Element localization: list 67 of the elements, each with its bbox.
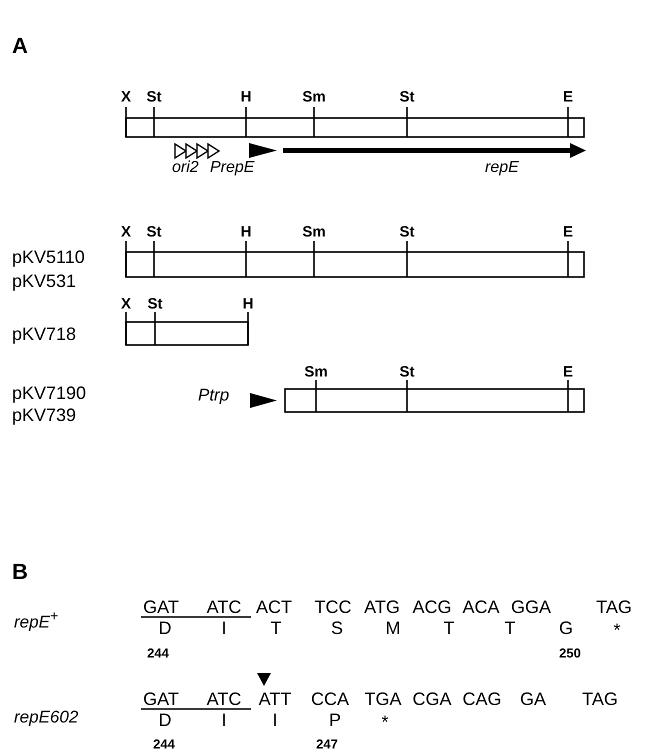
plasmid-name: pKV5110 — [12, 248, 85, 266]
amino-acid: I — [272, 711, 278, 729]
feature-label: ori2 — [172, 160, 199, 176]
plasmid-name: pKV739 — [12, 406, 76, 424]
site-label: Sm — [302, 90, 326, 104]
amino-acid: M — [386, 619, 400, 637]
amino-acid: G — [559, 619, 573, 637]
site-label: St — [146, 224, 162, 240]
panel-letter: A — [12, 35, 28, 57]
codon: CGA — [412, 690, 452, 708]
site-label: Sm — [304, 364, 328, 380]
amino-acid: I — [222, 619, 226, 637]
allele-label: repE$^{+}$ — [14, 610, 58, 630]
allele-label: repE602 — [14, 708, 78, 726]
codon: ATC — [206, 598, 242, 616]
codon: ACG — [412, 598, 452, 616]
codon: ACA — [462, 598, 500, 616]
codon: ATG — [364, 598, 400, 616]
residue-number: 250 — [559, 646, 581, 660]
site-label: E — [563, 364, 573, 380]
site-label: St — [400, 364, 414, 380]
site-label: X — [121, 224, 131, 240]
amino-acid: P — [329, 711, 341, 729]
stop-mark: * — [382, 713, 388, 731]
feature-label: PrepE — [210, 160, 254, 176]
codon: GAT — [143, 598, 179, 616]
site-label: H — [240, 224, 252, 240]
amino-acid: S — [331, 619, 343, 637]
codon: CCA — [311, 690, 349, 708]
site-label: St — [400, 90, 414, 104]
plasmid-name: pKV718 — [12, 325, 76, 343]
site-label: St — [148, 296, 162, 312]
promoter-label: Ptrp — [198, 386, 230, 404]
plasmid-name: pKV7190 — [12, 384, 86, 402]
codon: CAG — [462, 690, 502, 708]
codon: ATC — [206, 690, 242, 708]
panel-letter: B — [12, 561, 28, 583]
amino-acid: D — [158, 619, 172, 637]
amino-acid: T — [270, 619, 282, 637]
site-label: St — [400, 224, 414, 240]
site-label: Sm — [302, 224, 326, 240]
amino-acid: D — [158, 711, 172, 729]
residue-number: 244 — [153, 738, 175, 750]
codon: TCC — [314, 598, 352, 616]
site-label: H — [240, 90, 252, 104]
residue-number: 244 — [147, 646, 169, 660]
feature-label: repE — [485, 160, 519, 176]
codon: ATT — [258, 690, 292, 708]
amino-acid: T — [504, 619, 516, 637]
site-label: E — [563, 224, 573, 240]
site-label: X — [121, 90, 131, 104]
residue-number: 247 — [316, 738, 338, 750]
codon: GGA — [511, 598, 551, 616]
codon: TAG — [596, 598, 632, 616]
amino-acid: I — [222, 711, 226, 729]
codon: TGA — [364, 690, 402, 708]
amino-acid: T — [444, 619, 454, 637]
codon: GA — [520, 690, 546, 708]
site-label: St — [146, 90, 162, 104]
site-label: E — [563, 90, 573, 104]
codon: GAT — [143, 690, 179, 708]
codon: TAG — [582, 690, 618, 708]
site-label: X — [121, 296, 131, 312]
codon: ACT — [256, 598, 292, 616]
plasmid-name: pKV531 — [12, 272, 76, 290]
site-label: H — [242, 296, 254, 312]
stop-mark: * — [614, 621, 620, 639]
